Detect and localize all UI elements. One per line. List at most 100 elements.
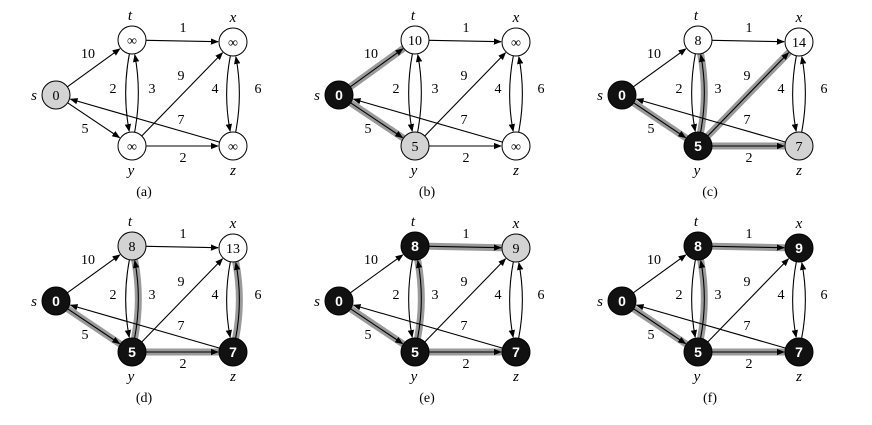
edge-weight-s-t: 10 bbox=[364, 253, 378, 268]
edge-weight-y-z: 2 bbox=[463, 357, 470, 372]
vertex-distance-x: 13 bbox=[226, 242, 240, 257]
panel-caption: (a) bbox=[136, 185, 152, 200]
vertex-distance-x: ∞ bbox=[511, 36, 521, 51]
panel-caption: (f) bbox=[703, 391, 717, 406]
edge-weight-s-y: 5 bbox=[365, 328, 372, 343]
edge-weight-y-x: 9 bbox=[744, 275, 751, 290]
edge-s-t bbox=[633, 48, 687, 88]
edge-weight-s-t: 10 bbox=[647, 253, 661, 268]
vertex-label-x: x bbox=[795, 216, 803, 232]
vertex-label-z: z bbox=[512, 163, 519, 179]
vertex-label-t: t bbox=[694, 8, 699, 24]
vertex-label-x: x bbox=[795, 10, 803, 26]
vertex-s bbox=[41, 80, 71, 110]
edge-s-y bbox=[633, 308, 687, 345]
edge-weight-y-t: 3 bbox=[149, 288, 156, 303]
edge-weight-t-x: 1 bbox=[746, 227, 753, 242]
edge-z-x bbox=[234, 55, 241, 133]
edge-t-y bbox=[124, 259, 132, 339]
panel-caption: (c) bbox=[702, 185, 718, 200]
vertex-label-t: t bbox=[128, 8, 133, 24]
vertex-distance-x: 14 bbox=[792, 36, 806, 51]
vertex-z bbox=[501, 337, 531, 367]
panel-caption: (e) bbox=[419, 391, 435, 406]
vertex-distance-z: ∞ bbox=[511, 140, 521, 155]
edge-weight-y-t: 3 bbox=[715, 82, 722, 97]
edge-s-t bbox=[350, 254, 404, 294]
vertex-label-s: s bbox=[31, 88, 37, 104]
vertex-x bbox=[784, 27, 814, 57]
vertex-s bbox=[41, 286, 71, 316]
vertex-label-s: s bbox=[597, 294, 603, 310]
vertex-s bbox=[607, 286, 637, 316]
edge-x-z bbox=[791, 261, 798, 339]
edge-weight-y-x: 9 bbox=[178, 275, 185, 290]
edge-weight-y-z: 2 bbox=[746, 357, 753, 372]
vertex-t bbox=[400, 25, 430, 55]
edge-z-s bbox=[352, 98, 503, 143]
edge-t-x bbox=[711, 38, 785, 45]
edge-weight-t-x: 1 bbox=[463, 21, 470, 36]
edge-weight-y-t: 3 bbox=[149, 82, 156, 97]
edge-t-y bbox=[407, 259, 415, 339]
vertex-y bbox=[400, 131, 430, 161]
edge-t-x bbox=[145, 38, 219, 45]
edge-weight-x-z: 4 bbox=[212, 82, 219, 97]
vertex-distance-z: ∞ bbox=[228, 140, 238, 155]
vertex-distance-s: 0 bbox=[53, 89, 60, 104]
vertex-z bbox=[218, 131, 248, 161]
vertex-label-y: y bbox=[409, 369, 418, 385]
vertex-distance-t: 8 bbox=[694, 238, 702, 254]
vertex-s bbox=[324, 286, 354, 316]
vertex-label-t: t bbox=[411, 214, 416, 230]
edge-weight-s-y: 5 bbox=[82, 328, 89, 343]
edge-weight-t-y: 2 bbox=[393, 82, 400, 97]
edge-s-y bbox=[67, 308, 121, 345]
vertex-z bbox=[218, 337, 248, 367]
edge-weight-z-s: 7 bbox=[461, 319, 468, 334]
vertex-y bbox=[117, 131, 147, 161]
vertex-distance-s: 0 bbox=[335, 87, 343, 103]
edge-s-t bbox=[67, 254, 121, 294]
edge-weight-y-t: 3 bbox=[432, 288, 439, 303]
edge-x-z bbox=[508, 261, 515, 339]
edge-weight-z-s: 7 bbox=[744, 113, 751, 128]
vertex-y bbox=[683, 337, 713, 367]
vertex-s bbox=[324, 80, 354, 110]
edge-y-x bbox=[141, 258, 224, 343]
edge-weight-x-z: 4 bbox=[212, 288, 219, 303]
vertex-label-s: s bbox=[31, 294, 37, 310]
vertex-label-s: s bbox=[314, 294, 320, 310]
vertex-distance-y: ∞ bbox=[127, 140, 137, 155]
vertex-distance-z: 7 bbox=[796, 140, 803, 155]
edge-weight-z-x: 6 bbox=[538, 82, 545, 97]
edge-y-t bbox=[132, 53, 140, 133]
panel-caption: (d) bbox=[136, 391, 153, 406]
edge-weight-y-z: 2 bbox=[180, 151, 187, 166]
edge-s-y bbox=[350, 102, 404, 139]
edge-weight-z-x: 6 bbox=[538, 288, 545, 303]
vertex-x bbox=[218, 233, 248, 263]
edge-weight-t-x: 1 bbox=[180, 21, 187, 36]
vertex-distance-t: 10 bbox=[408, 34, 422, 49]
vertex-label-z: z bbox=[229, 163, 236, 179]
edge-x-z bbox=[225, 55, 232, 133]
edge-y-t bbox=[415, 259, 423, 339]
edge-s-t bbox=[67, 48, 121, 88]
edge-z-s bbox=[635, 304, 786, 349]
vertex-distance-x: ∞ bbox=[228, 36, 238, 51]
edge-weight-s-t: 10 bbox=[81, 47, 95, 62]
edge-weight-y-t: 3 bbox=[432, 82, 439, 97]
vertex-label-s: s bbox=[314, 88, 320, 104]
vertex-distance-z: 7 bbox=[795, 344, 803, 360]
edge-weight-t-y: 2 bbox=[110, 82, 117, 97]
panel-caption: (b) bbox=[419, 185, 436, 200]
edge-weight-y-t: 3 bbox=[715, 288, 722, 303]
vertex-distance-y: 5 bbox=[128, 344, 136, 360]
edge-weight-s-y: 5 bbox=[648, 122, 655, 137]
